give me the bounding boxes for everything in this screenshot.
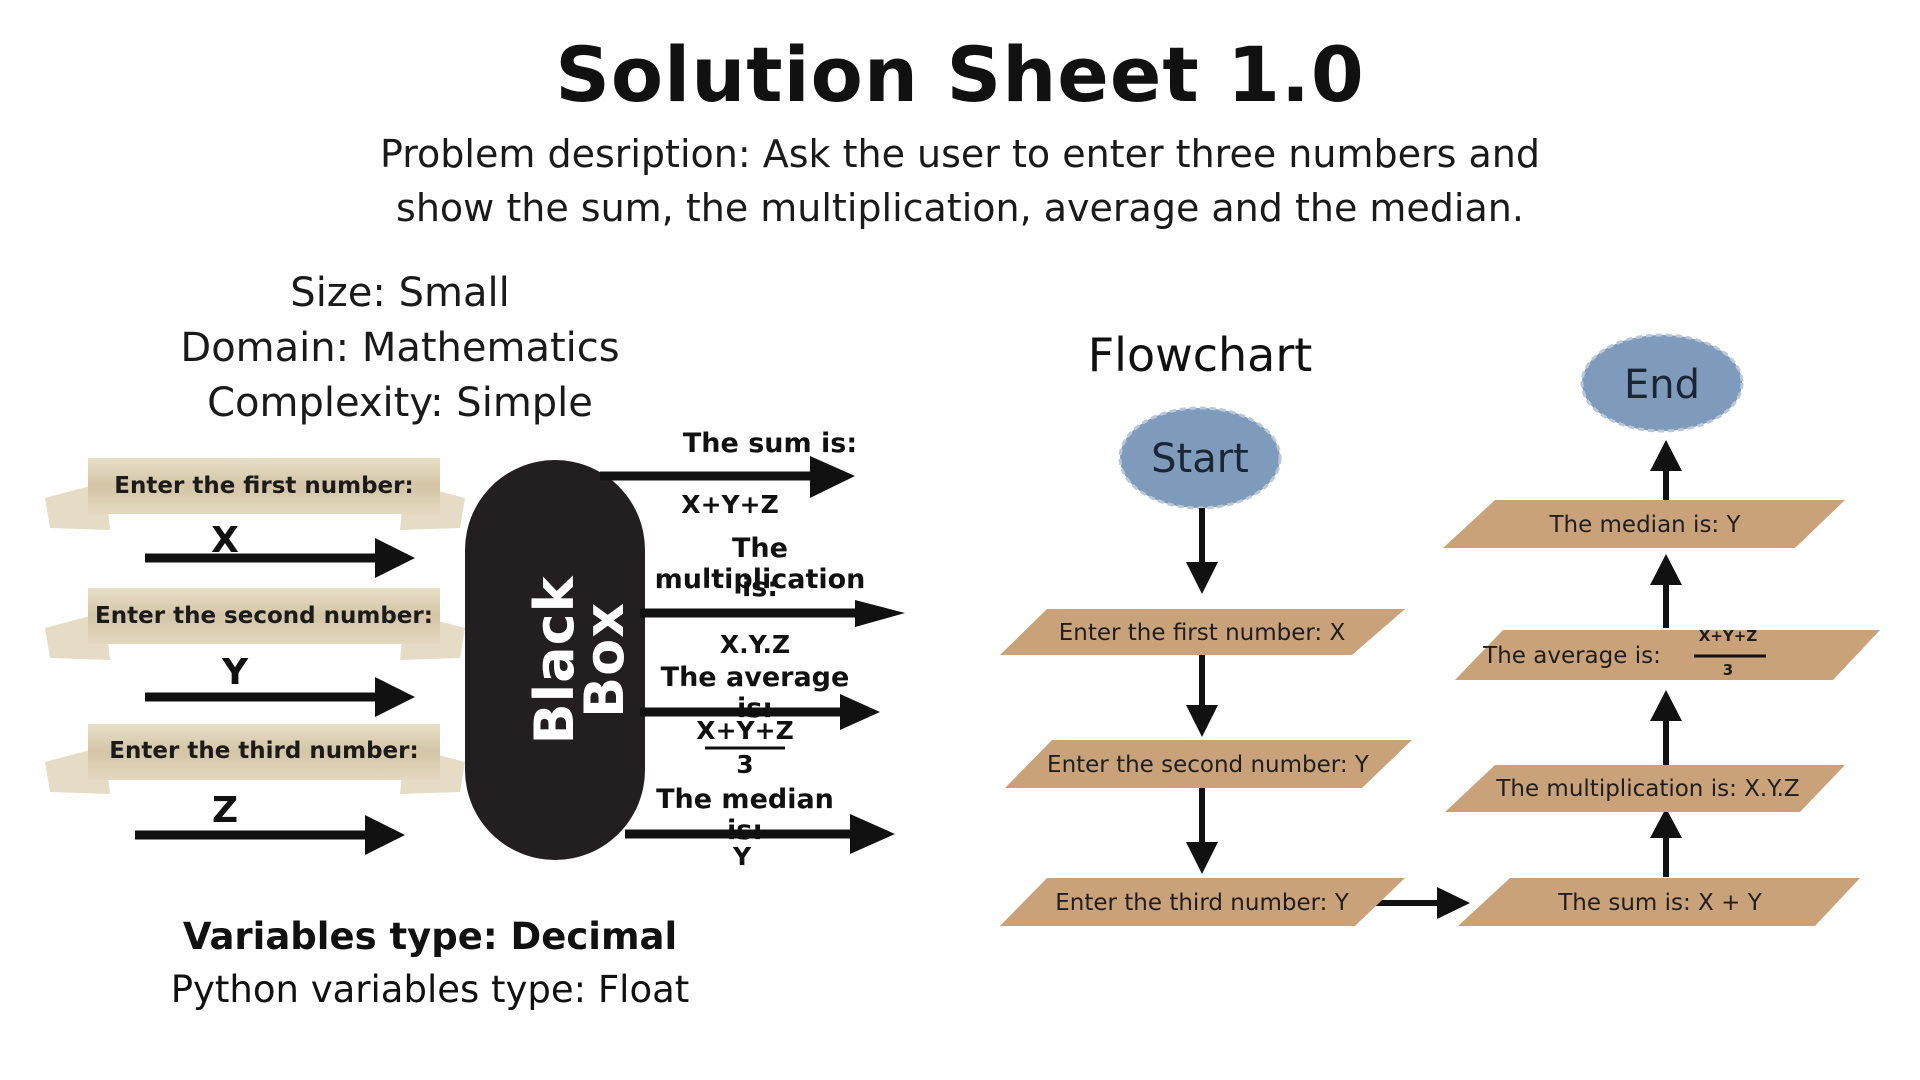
flowchart-average: The average is: X+Y+Z 3	[1455, 627, 1880, 680]
step2-text: Enter the second number: Y	[1047, 752, 1370, 778]
black-box-shape	[465, 460, 645, 860]
page-title: Solution Sheet 1.0	[555, 30, 1365, 119]
flowchart-step-1: Enter the first number: X	[1000, 609, 1405, 655]
variables-type: Variables type: Decimal	[182, 915, 678, 958]
flow-arrow-median-to-end	[1650, 440, 1682, 500]
median-text: The median is: Y	[1548, 512, 1741, 538]
output-median-value: Y	[732, 842, 752, 871]
step1-text: Enter the first number: X	[1059, 620, 1346, 646]
flow-arrow-step3-to-sum	[1370, 887, 1470, 919]
input-label-third: Enter the third number:	[109, 738, 419, 764]
input-var-x: X	[211, 520, 239, 561]
input-label-second: Enter the second number:	[95, 603, 433, 629]
flowchart-start: Start	[1118, 406, 1282, 510]
flowchart-multiplication: The multiplication is: X.Y.Z	[1445, 765, 1845, 812]
flow-arrow-start-to-step1	[1186, 508, 1218, 594]
start-text: Start	[1151, 436, 1249, 482]
flowchart-sum: The sum is: X + Y	[1458, 878, 1860, 926]
meta-domain: Domain: Mathematics	[180, 325, 620, 371]
flow-arrow-multiplication-to-average	[1650, 690, 1682, 765]
output-sum-value: X+Y+Z	[681, 490, 779, 519]
python-variables-type: Python variables type: Float	[170, 968, 690, 1011]
input-banner-2	[45, 588, 465, 660]
input-arrow-z	[135, 815, 405, 855]
problem-description-line-1: Problem desription: Ask the user to ente…	[380, 132, 1540, 176]
step3-text: Enter the third number: Y	[1055, 890, 1349, 916]
flowchart-step-2: Enter the second number: Y	[1005, 740, 1412, 788]
meta-size: Size: Small	[290, 270, 510, 316]
multiplication-text: The multiplication is: X.Y.Z	[1495, 776, 1799, 802]
flowchart-end: End	[1580, 333, 1744, 433]
output-multiplication-label-line1: The multiplication	[654, 533, 866, 595]
flow-arrow-step1-to-step2	[1186, 655, 1218, 737]
sum-text: The sum is: X + Y	[1557, 890, 1762, 916]
input-var-z: Z	[211, 790, 239, 831]
input-label-first: Enter the first number:	[114, 473, 414, 499]
flowchart-step-3: Enter the third number: Y	[1000, 878, 1405, 926]
input-arrow-x	[145, 538, 415, 578]
output-multiplication-value: X.Y.Z	[719, 630, 791, 659]
output-average-numerator: X+Y+Z	[696, 716, 794, 745]
output-median-label: The median is:	[656, 784, 834, 846]
end-text: End	[1624, 362, 1700, 408]
average-numerator: X+Y+Z	[1699, 627, 1758, 645]
input-arrow-y	[145, 677, 415, 717]
input-banner-3	[45, 724, 465, 794]
meta-complexity: Complexity: Simple	[207, 380, 593, 426]
input-banner-1	[45, 458, 465, 530]
average-text: The average is:	[1482, 643, 1661, 669]
flowchart-title: Flowchart	[1087, 328, 1313, 382]
flowchart-median: The median is: Y	[1443, 500, 1845, 548]
output-average-denominator: 3	[736, 750, 754, 779]
problem-description-line-2: show the sum, the multiplication, averag…	[396, 186, 1524, 230]
input-var-y: Y	[221, 652, 249, 693]
average-denominator: 3	[1723, 661, 1733, 679]
flow-arrow-sum-to-multiplication	[1650, 808, 1682, 877]
output-arrow-multiplication	[640, 600, 905, 627]
output-arrow-median	[625, 814, 895, 854]
flow-arrow-step2-to-step3	[1186, 788, 1218, 874]
output-sum-label: The sum is:	[682, 428, 858, 459]
output-average-label: The average is:	[660, 662, 850, 724]
flow-arrow-average-to-median	[1650, 554, 1682, 628]
output-arrow-sum	[600, 456, 855, 498]
output-arrow-average	[640, 694, 880, 730]
output-multiplication-label-line2: is:	[741, 572, 779, 603]
